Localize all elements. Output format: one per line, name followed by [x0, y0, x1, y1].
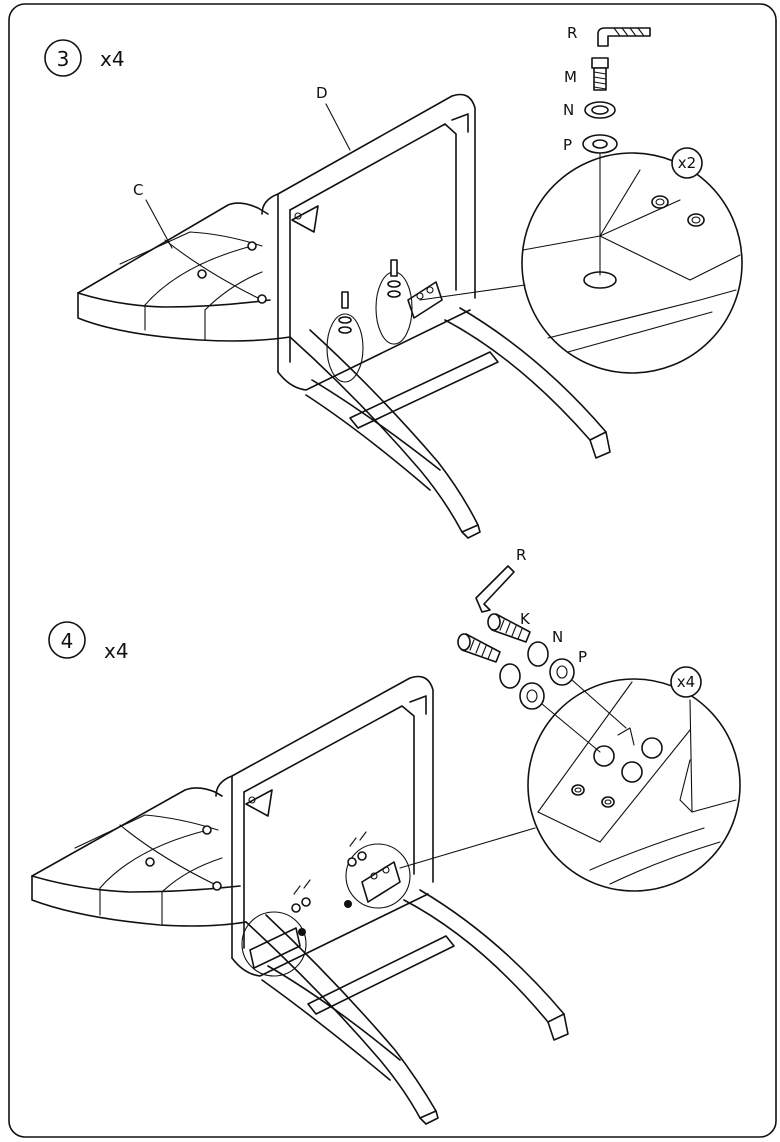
bolt-m-icon — [591, 57, 609, 91]
label-flat-washer: P — [563, 136, 572, 154]
step-3-number-circle — [44, 39, 82, 77]
spring-washer-icon — [584, 101, 616, 119]
label-spring-washer-4: N — [552, 628, 563, 646]
step-3-multiplier: x4 — [100, 47, 125, 71]
label-allen-key-4: R — [516, 546, 526, 564]
label-spring-washer: N — [563, 101, 574, 119]
detail-circle-step-3 — [521, 152, 743, 374]
flat-washer-icon — [582, 134, 618, 154]
detail-4-qty-circle — [670, 666, 702, 698]
step-4-number: 4 — [61, 629, 74, 653]
page-border — [8, 3, 777, 1138]
label-bolt-m: M — [564, 68, 577, 86]
detail-3-qty: x2 — [678, 154, 696, 172]
label-allen-key-3: R — [567, 24, 577, 42]
step-3: 3 x4 — [44, 24, 743, 539]
step-4-number-circle — [48, 621, 86, 659]
bolt-k-icon-2 — [457, 633, 501, 663]
detail-4-qty: x4 — [677, 673, 695, 691]
detail-3-qty-circle — [671, 147, 703, 179]
detail-circle-step-4 — [527, 678, 741, 892]
label-flat-washer-4: P — [578, 648, 587, 666]
chair-drawing-step-4 — [31, 675, 569, 1125]
hardware-stack-step-4: R K N P — [457, 546, 627, 753]
step-4-multiplier: x4 — [104, 639, 129, 663]
label-bolt-k: K — [520, 610, 531, 628]
allen-key-icon-4 — [475, 565, 515, 613]
bolt-k-icon-1 — [487, 613, 531, 643]
hardware-stack-step-3: R M N P — [563, 24, 651, 276]
label-seat: C — [133, 181, 143, 199]
step-3-number: 3 — [57, 47, 70, 71]
chair-drawing-step-3 — [77, 93, 611, 539]
label-backrest: D — [316, 84, 328, 102]
step-4: 4 x4 — [31, 546, 741, 1125]
allen-key-icon — [597, 27, 651, 47]
